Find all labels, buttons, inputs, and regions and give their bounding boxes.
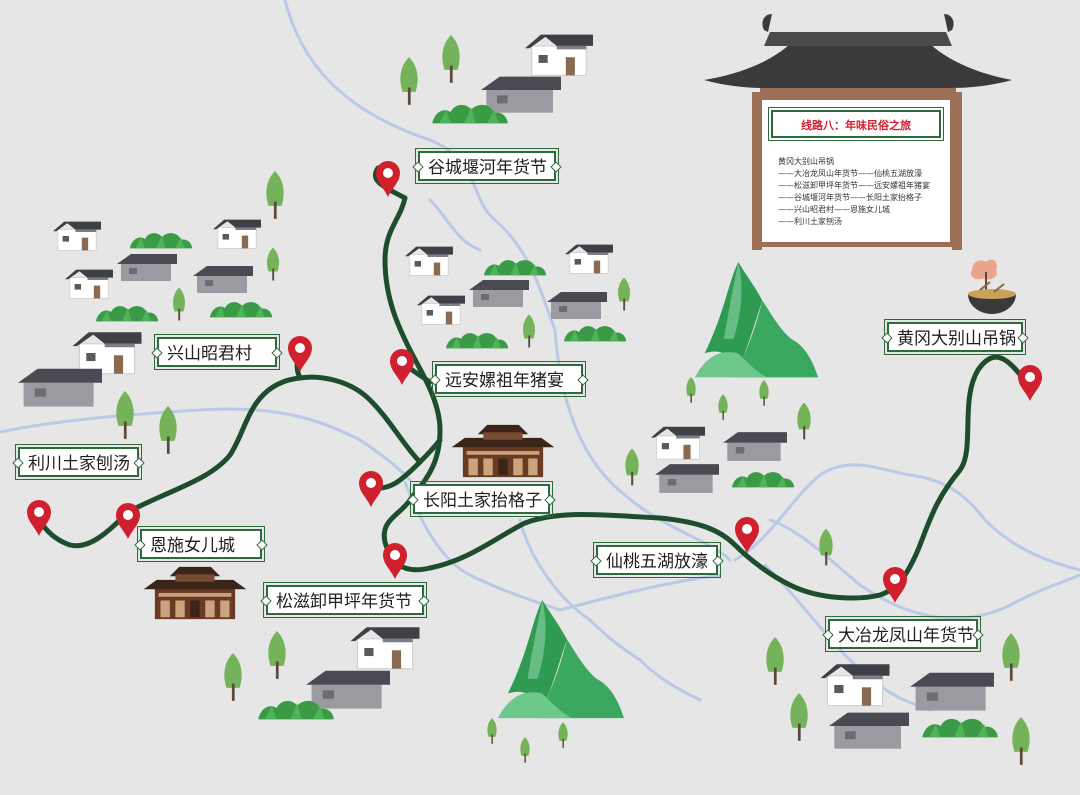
label-daye: 大冶龙凤山年货节	[825, 616, 981, 652]
hanging-pot-icon	[968, 259, 1016, 314]
river	[768, 518, 1080, 620]
river	[0, 407, 412, 482]
house-icon	[72, 331, 142, 375]
legend-line: 黄冈大别山吊锅	[778, 157, 834, 166]
tree-icon	[266, 171, 284, 219]
river	[733, 463, 1080, 572]
tree-icon	[558, 722, 568, 748]
house-icon	[469, 280, 529, 307]
tree-icon	[224, 653, 242, 701]
house-icon	[481, 76, 561, 113]
legend-title: 线路八：年味民俗之旅	[768, 107, 944, 141]
label-yuanan: 远安嫘祖年猪宴	[432, 361, 586, 397]
house-icon	[350, 626, 420, 670]
house-icon	[193, 266, 253, 293]
tree-icon	[1002, 633, 1020, 681]
river	[558, 573, 722, 612]
tree-icon	[487, 718, 497, 744]
tree-icon	[267, 247, 279, 281]
location-pin-icon[interactable]	[383, 543, 407, 579]
route-west	[35, 374, 421, 549]
label-huanggang: 黄冈大别山吊锅	[884, 319, 1026, 355]
house-icon	[547, 292, 607, 319]
bush-icon	[129, 233, 193, 249]
route-main	[381, 195, 1031, 601]
label-xingshan: 兴山昭君村	[154, 334, 280, 370]
tree-icon	[618, 277, 630, 311]
river	[518, 518, 642, 662]
label-lichuan: 利川土家刨汤	[15, 444, 142, 480]
house-icon	[18, 368, 102, 407]
tree-icon	[520, 737, 530, 763]
mountain-icon	[498, 600, 625, 719]
house-icon	[525, 34, 593, 76]
label-changyang: 长阳土家抬格子	[410, 481, 553, 517]
house-icon	[52, 221, 102, 251]
house-icon	[650, 426, 706, 460]
pagoda-roof-icon	[704, 14, 1012, 96]
label-guchen: 谷城堰河年货节	[415, 148, 559, 184]
location-pin-icon[interactable]	[116, 503, 140, 539]
tree-icon	[759, 380, 769, 406]
house-icon	[723, 432, 787, 461]
label-enshi: 恩施女儿城	[137, 526, 265, 562]
tree-icon	[686, 377, 696, 403]
bush-icon	[95, 306, 159, 322]
house-icon	[416, 295, 466, 325]
label-songzi: 松滋卸甲坪年货节	[263, 582, 427, 618]
river	[763, 563, 932, 712]
bush-icon	[209, 302, 273, 318]
tree-icon	[268, 631, 286, 679]
house-icon	[820, 663, 890, 707]
route-line	[35, 165, 1031, 601]
bush-icon	[483, 260, 547, 276]
tree-icon	[523, 314, 535, 348]
legend-line: ——大冶龙凤山年货节——仙桃五湖放濠	[778, 169, 922, 178]
legend-line: ——谷城堰河年货节——长阳土家抬格子	[778, 193, 922, 202]
legend-line: ——松滋卸甲坪年货节——远安嫘祖年猪宴	[778, 181, 930, 190]
legend-route-list: 黄冈大别山吊锅 ——大冶龙凤山年货节——仙桃五湖放濠 ——松滋卸甲坪年货节——远…	[778, 156, 953, 228]
location-pin-icon[interactable]	[288, 336, 312, 372]
house-icon	[910, 672, 994, 711]
tree-icon	[718, 394, 728, 420]
house-icon	[306, 670, 390, 709]
house-icon	[404, 246, 454, 276]
location-pin-icon[interactable]	[1018, 365, 1042, 401]
pavilion-icon	[143, 566, 247, 620]
legend-board: 线路八：年味民俗之旅 黄冈大别山吊锅 ——大冶龙凤山年货节——仙桃五湖放濠 ——…	[757, 95, 955, 247]
tree-icon	[797, 402, 811, 440]
river	[403, 480, 562, 612]
house-icon	[64, 269, 114, 299]
bush-icon	[922, 718, 998, 738]
pavilion-icon	[451, 424, 555, 478]
tree-icon	[766, 637, 784, 685]
house-icon	[212, 219, 262, 249]
house-icon	[117, 254, 177, 281]
tree-icon	[442, 35, 460, 83]
tree-icon	[1012, 717, 1030, 765]
house-icon	[564, 244, 614, 274]
river	[428, 198, 482, 252]
mountain-icon	[695, 262, 819, 378]
tree-icon	[625, 448, 639, 486]
bush-icon	[563, 326, 627, 342]
river	[638, 658, 702, 702]
route-branch-changyang	[369, 437, 443, 491]
tree-icon	[173, 287, 185, 321]
label-xiantao: 仙桃五湖放濠	[593, 542, 721, 578]
tree-icon	[790, 693, 808, 741]
location-pin-icon[interactable]	[883, 567, 907, 603]
tree-icon	[116, 391, 134, 439]
bush-icon	[731, 472, 795, 488]
legend-line: ——利川土家刨汤	[778, 217, 842, 226]
location-pin-icon[interactable]	[390, 349, 414, 385]
location-pin-icon[interactable]	[359, 471, 383, 507]
house-icon	[655, 464, 719, 493]
legend-line: ——兴山昭君村——恩施女儿城	[778, 205, 890, 214]
tree-icon	[400, 57, 418, 105]
house-icon	[829, 712, 909, 749]
bush-icon	[445, 333, 509, 349]
